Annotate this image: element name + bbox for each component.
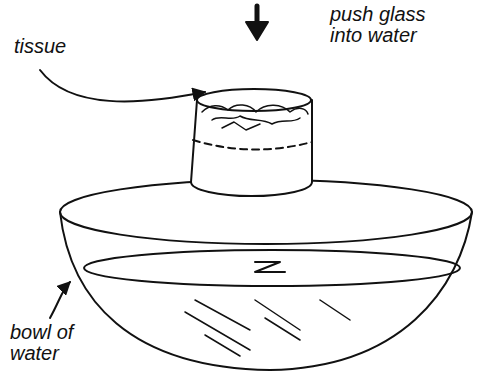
instruction-label: push glass into water [330, 4, 460, 46]
part-label: tissue [14, 36, 104, 57]
water-squiggle [255, 262, 285, 272]
glass [191, 89, 312, 196]
water-line-in-glass [193, 140, 312, 150]
bowl-leader [50, 282, 70, 318]
water-surface [84, 250, 460, 286]
tissue-scribble [202, 105, 308, 130]
tissue-leader [40, 70, 205, 101]
push-arrow-head [246, 22, 268, 40]
water-hatching [185, 300, 350, 356]
part-label: bowl of water [10, 322, 105, 364]
